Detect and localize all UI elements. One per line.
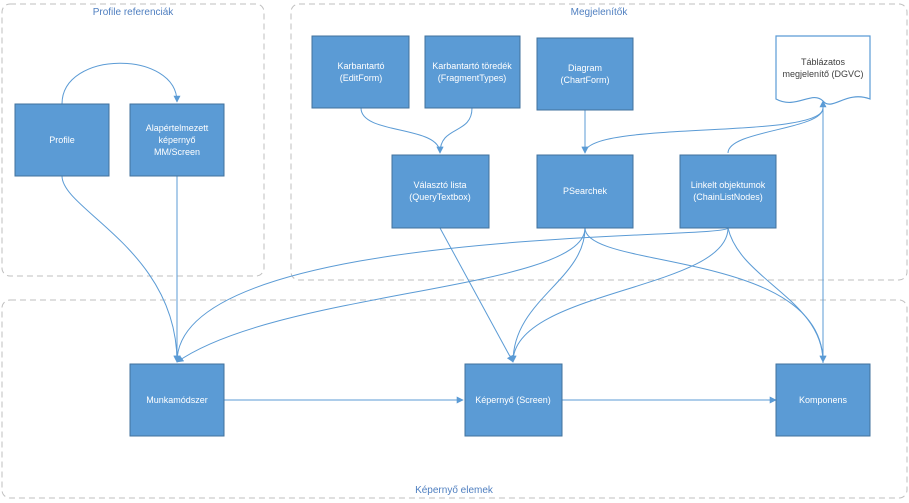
svg-text:Linkelt objektumok(ChainListNo: Linkelt objektumok (ChainListNodes): [691, 180, 766, 202]
node-label-line: képernyő: [158, 135, 195, 145]
edge-editform-to-querytextbox: [360, 107, 444, 154]
node-label-line: Linkelt objektumok: [691, 180, 766, 190]
svg-text:PSearchek: PSearchek: [563, 186, 608, 196]
node-label-line: (FragmentTypes): [438, 73, 507, 83]
edge-fragmenttypes-to-querytextbox: [436, 107, 473, 154]
node-label-line: Karbantartó töredék: [432, 61, 512, 71]
node-screen[interactable]: Képernyő (Screen): [464, 363, 563, 437]
node-psearchek[interactable]: PSearchek: [536, 154, 634, 229]
group-title-screen-elements: Képernyő elemek: [415, 485, 494, 496]
node-label-line: MM/Screen: [154, 147, 200, 157]
svg-text:Karbantartó(EditForm): Karbantartó (EditForm): [337, 61, 384, 83]
node-querytextbox[interactable]: Választó lista (QueryTextbox): [391, 154, 490, 229]
edges: [61, 62, 827, 404]
svg-text:Választó lista(QueryTextbox): Választó lista (QueryTextbox): [409, 180, 471, 202]
group-profile-references: Profile referenciák: [1, 3, 265, 277]
svg-text:Diagram(ChartForm): Diagram (ChartForm): [561, 63, 610, 85]
node-label-line: (EditForm): [340, 73, 383, 83]
group-screen-elements: Képernyő elemek: [1, 299, 908, 499]
edge-dgvc-to-psearchek: [581, 107, 824, 154]
node-chainlistnodes[interactable]: Linkelt objektumok (ChainListNodes): [679, 154, 777, 229]
node-label-line: Képernyő (Screen): [475, 395, 551, 405]
edge-chainlistnodes-to-munkamodszer: [173, 227, 729, 363]
node-label-line: Alapértelmezett: [146, 123, 209, 133]
group-displays: Megjelenítők: [290, 3, 908, 281]
node-fragmenttypes[interactable]: Karbantartó töredék (FragmentTypes): [424, 35, 521, 109]
node-label-line: Karbantartó: [337, 61, 384, 71]
svg-text:Képernyő (Screen): Képernyő (Screen): [475, 395, 551, 405]
edge-psearchek-to-screen: [509, 227, 586, 363]
node-label-line: Munkamódszer: [146, 395, 208, 405]
node-label-line: Diagram: [568, 63, 602, 73]
svg-text:Munkamódszer: Munkamódszer: [146, 395, 208, 405]
edge-dgvc-to-chainlistnodes: [727, 107, 824, 154]
node-editform[interactable]: Karbantartó (EditForm): [311, 35, 410, 109]
svg-text:Profile: Profile: [49, 135, 75, 145]
node-munkamodszer[interactable]: Munkamódszer: [129, 363, 225, 437]
node-label-line: Táblázatos: [801, 57, 846, 67]
edge-psearchek-to-munkamodszer: [176, 227, 586, 363]
node-dgvc-document[interactable]: Táblázatos megjelenítő (DGVC): [775, 35, 871, 105]
edge-profile-to-default-screen: [61, 62, 181, 105]
group-title-displays: Megjelenítők: [571, 7, 629, 18]
edge-profile-to-munkamodszer: [61, 175, 181, 363]
svg-text:Komponens: Komponens: [799, 395, 848, 405]
node-label-line: Komponens: [799, 395, 848, 405]
node-profile[interactable]: Profile: [14, 103, 110, 177]
edge-psearchek-to-komponens: [584, 227, 827, 363]
node-label-line: Profile: [49, 135, 75, 145]
node-label-line: (ChartForm): [561, 75, 610, 85]
node-label-line: megjelenítő (DGVC): [782, 69, 863, 79]
node-komponens[interactable]: Komponens: [775, 363, 871, 437]
group-title-profile: Profile referenciák: [93, 7, 175, 18]
node-label-line: PSearchek: [563, 186, 608, 196]
node-label-line: Választó lista: [413, 180, 466, 190]
node-chartform[interactable]: Diagram (ChartForm): [536, 37, 634, 111]
node-label-line: (ChainListNodes): [693, 192, 763, 202]
edge-chainlistnodes-to-screen: [509, 227, 729, 363]
edge-querytextbox-to-screen: [439, 227, 514, 363]
svg-text:Karbantartó töredék(FragmentTy: Karbantartó töredék (FragmentTypes): [432, 61, 512, 83]
node-label-line: (QueryTextbox): [409, 192, 471, 202]
edge-chainlistnodes-to-komponens: [727, 227, 827, 363]
